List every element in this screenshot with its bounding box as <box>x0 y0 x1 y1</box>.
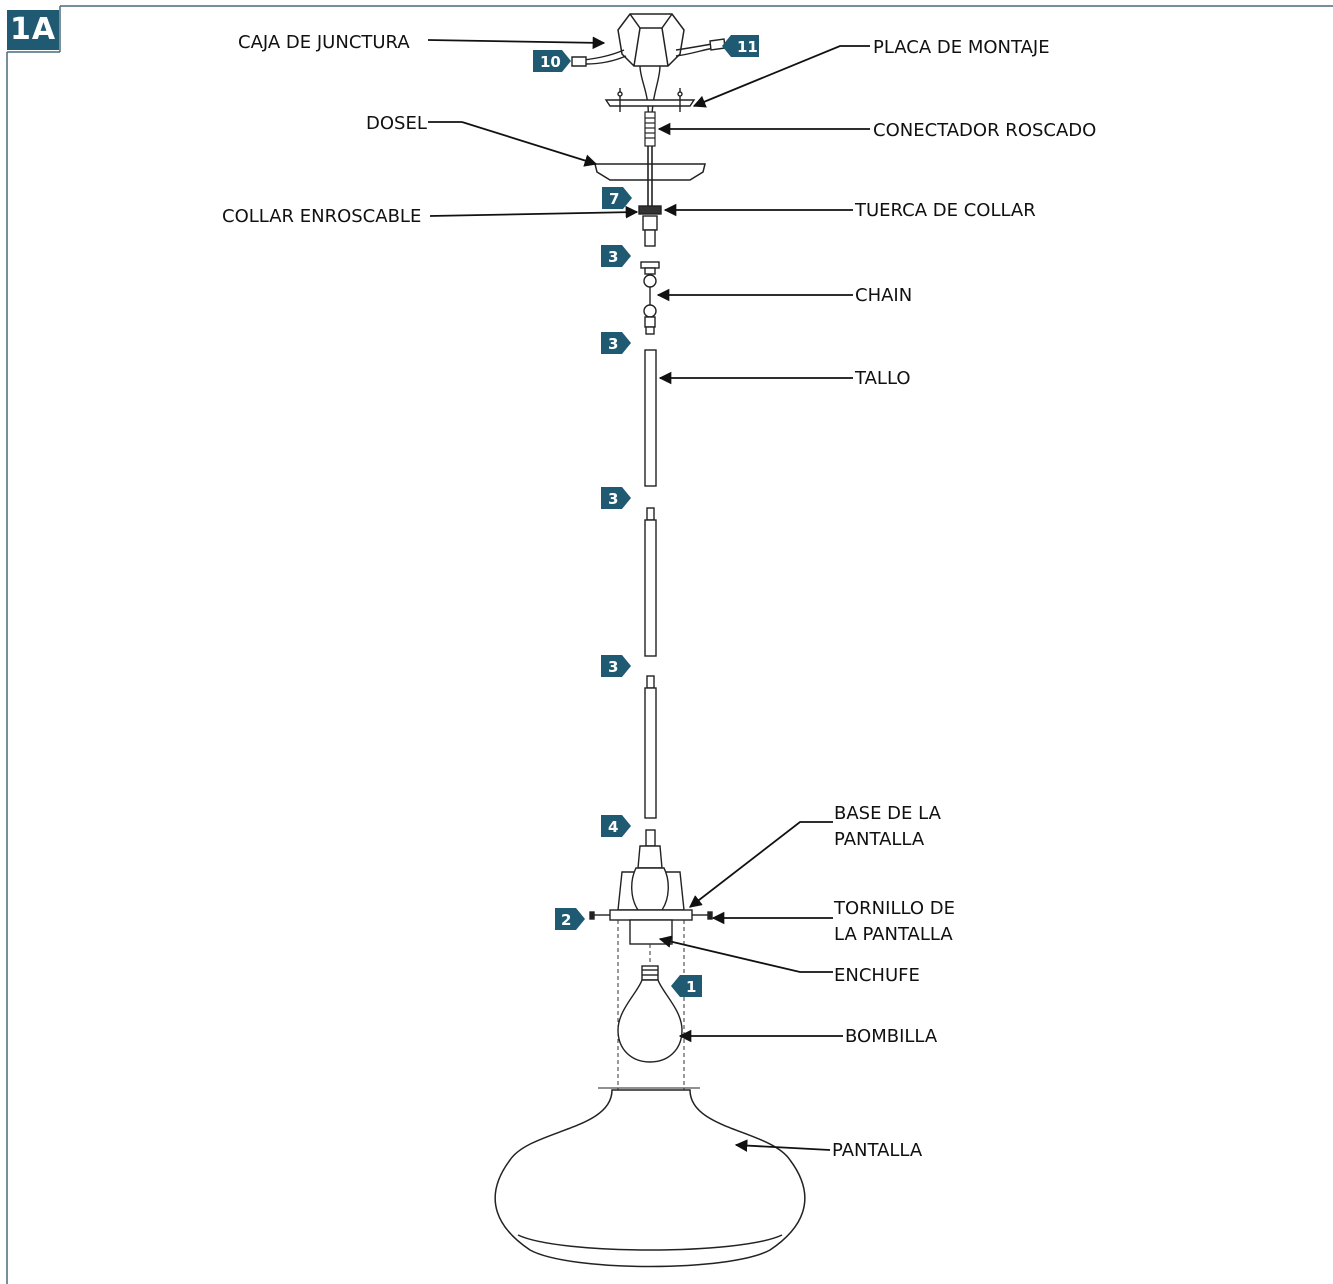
label-shade-holder-line1: BASE DE LA <box>834 803 942 824</box>
wire-nut-right <box>709 38 726 51</box>
svg-text:11: 11 <box>737 38 758 56</box>
label-canopy: DOSEL <box>366 113 427 134</box>
label-bulb: BOMBILLA <box>845 1026 938 1047</box>
step-badge-11: 11 <box>722 35 759 57</box>
junction-box <box>617 13 685 67</box>
stem-section-3 <box>644 675 657 819</box>
label-shade: PANTALLA <box>832 1140 923 1161</box>
wire-nut-left <box>571 56 587 67</box>
light-bulb <box>617 965 683 1063</box>
step-badge-10: 10 <box>533 50 571 72</box>
step-badge-3-d: 3 <box>601 655 631 677</box>
assembly-guide-lines <box>617 920 685 1092</box>
label-threaded-collar: COLLAR ENROSCABLE <box>222 206 421 227</box>
label-shade-screw-line1: TORNILLO DE <box>833 898 955 919</box>
leader-lines <box>427 36 870 1152</box>
figure-tag: 1A <box>7 10 59 50</box>
step-badge-4: 4 <box>601 815 631 837</box>
svg-text:3: 3 <box>608 658 618 676</box>
supply-wires <box>583 43 715 119</box>
svg-text:3: 3 <box>608 248 618 266</box>
svg-text:7: 7 <box>609 190 619 208</box>
step-badge-3-a: 3 <box>601 245 631 267</box>
svg-text:3: 3 <box>608 335 618 353</box>
label-socket: ENCHUFE <box>834 965 920 986</box>
threaded-connector <box>644 111 656 147</box>
svg-text:3: 3 <box>608 490 618 508</box>
svg-text:1: 1 <box>686 978 696 996</box>
chain-assembly <box>640 261 660 335</box>
shade-holder <box>589 829 713 945</box>
label-threaded-connector: CONECTADOR ROSCADO <box>873 120 1096 141</box>
mounting-plate <box>604 88 696 112</box>
label-collar-nut: TUERCA DE COLLAR <box>854 200 1036 221</box>
step-badge-3-c: 3 <box>601 487 631 509</box>
collar-assembly <box>638 205 662 247</box>
frame-border <box>6 5 1333 1284</box>
canopy <box>594 163 706 181</box>
center-wire <box>647 146 653 206</box>
step-badge-2: 2 <box>555 908 585 930</box>
label-junction-box: CAJA DE JUNCTURA <box>238 32 410 53</box>
label-shade-screw-line2: LA PANTALLA <box>834 924 953 945</box>
label-stem: TALLO <box>854 368 911 389</box>
step-badge-7: 7 <box>602 187 632 209</box>
label-chain: CHAIN <box>855 285 912 306</box>
label-mounting-plate: PLACA DE MONTAJE <box>873 37 1050 58</box>
stem-section-2 <box>644 507 657 657</box>
svg-text:2: 2 <box>561 911 571 929</box>
stem-section-1 <box>644 349 657 487</box>
shade <box>494 1087 806 1268</box>
svg-text:10: 10 <box>540 53 561 71</box>
label-shade-holder-line2: PANTALLA <box>834 829 925 850</box>
step-badge-1: 1 <box>671 975 702 997</box>
svg-text:4: 4 <box>608 818 618 836</box>
step-badge-3-b: 3 <box>601 332 631 354</box>
